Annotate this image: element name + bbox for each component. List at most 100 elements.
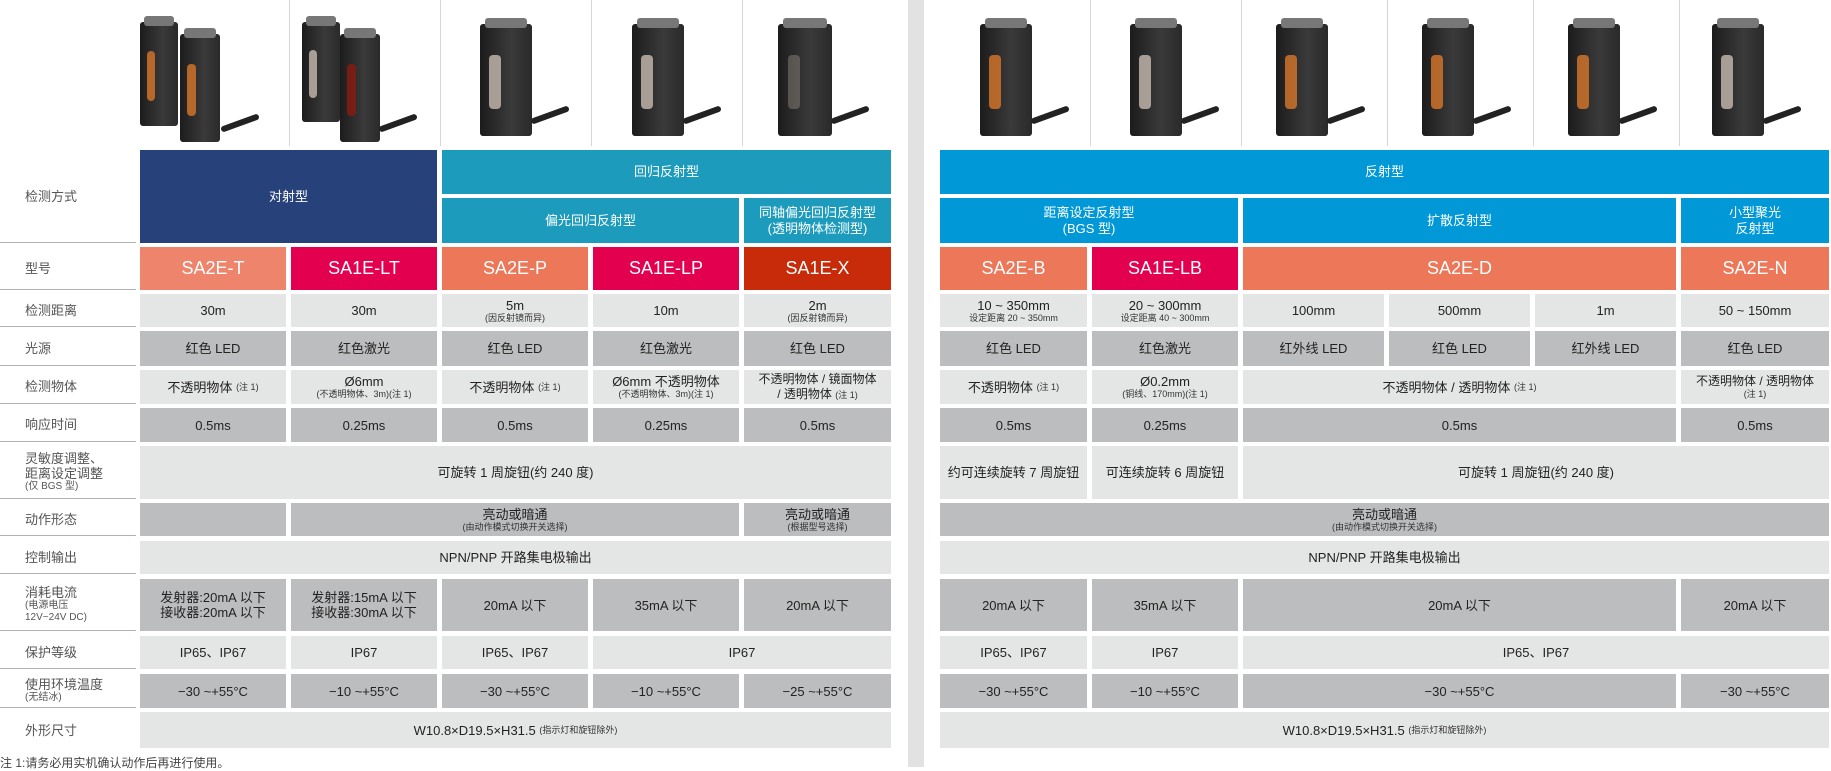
cell-current: 20mA 以下: [744, 579, 891, 631]
divider: [591, 0, 592, 146]
cell-sensitivity: 可旋转 1 周旋钮(约 240 度): [140, 446, 891, 499]
cell-temperature: −25 ~+55°C: [744, 674, 891, 708]
product-image-sa2e-d-500: [1422, 18, 1474, 136]
cell-object: 不透明物体 (注 1): [940, 370, 1087, 404]
product-image-sa2e-b: [980, 18, 1032, 136]
cell-protection: IP65、IP67: [1243, 636, 1829, 669]
cell-temperature: −30 ~+55°C: [940, 674, 1087, 708]
model-sa2e-p: SA2E-P: [442, 247, 588, 290]
divider: [1533, 0, 1534, 146]
cell-protection: IP67: [291, 636, 437, 669]
cell-object: Ø6mm(不透明物体、3m)(注 1): [291, 370, 437, 404]
label-distance: 检测距离: [0, 294, 136, 327]
cell-response: 0.5ms: [1243, 408, 1676, 442]
cell-distance: 500mm: [1389, 294, 1530, 327]
cell-size: W10.8×D19.5×H31.5 (指示灯和旋钮除外): [140, 712, 891, 748]
header-bgs: 距离设定反射型(BGS 型): [940, 198, 1238, 243]
cell-object: 不透明物体 / 镜面物体/ 透明物体 (注 1): [744, 370, 891, 404]
cell-temperature: −30 ~+55°C: [442, 674, 588, 708]
cell-protection: IP67: [1092, 636, 1238, 669]
cell-operation: 亮动或暗通(根据型号选择): [744, 503, 891, 536]
cell-response: 0.25ms: [1092, 408, 1238, 442]
cell-light: 红色激光: [1092, 331, 1238, 366]
product-image-sa1e-lt-receiver: [340, 28, 380, 142]
product-image-sa2e-d-100: [1276, 18, 1328, 136]
divider: [1090, 0, 1091, 146]
cell-object: 不透明物体 / 透明物体 (注 1): [1243, 370, 1676, 404]
cell-object: 不透明物体 (注 1): [442, 370, 588, 404]
cell-output: NPN/PNP 开路集电极输出: [140, 541, 891, 574]
cell-response: 0.5ms: [940, 408, 1087, 442]
product-image-sa2e-d-1m: [1568, 18, 1620, 136]
cell-light: 红色 LED: [140, 331, 286, 366]
cell-operation-empty: [140, 503, 286, 536]
divider: [1387, 0, 1388, 146]
label-operation: 动作形态: [0, 503, 136, 536]
cell-sensitivity: 约可连续旋转 7 周旋钮: [940, 446, 1087, 499]
cell-temperature: −10 ~+55°C: [593, 674, 739, 708]
cell-distance: 2m(因反射镜而异): [744, 294, 891, 327]
cell-light: 红色 LED: [1681, 331, 1829, 366]
label-current: 消耗电流(电源电压 12V~24V DC): [0, 579, 136, 631]
cell-protection: IP65、IP67: [140, 636, 286, 669]
header-polarized: 偏光回归反射型: [442, 198, 739, 243]
header-diffuse: 扩散反射型: [1243, 198, 1676, 243]
product-image-sa2e-p: [480, 18, 532, 136]
cell-protection: IP65、IP67: [442, 636, 588, 669]
cell-current: 35mA 以下: [593, 579, 739, 631]
cell-protection: IP67: [593, 636, 891, 669]
divider: [289, 0, 290, 146]
cell-protection: IP65、IP67: [940, 636, 1087, 669]
cell-current: 发射器:15mA 以下接收器:30mA 以下: [291, 579, 437, 631]
cell-current: 20mA 以下: [1243, 579, 1676, 631]
cell-temperature: −10 ~+55°C: [1092, 674, 1238, 708]
cell-temperature: −30 ~+55°C: [1243, 674, 1676, 708]
cell-temperature: −30 ~+55°C: [140, 674, 286, 708]
divider: [742, 0, 743, 146]
cell-temperature: −30 ~+55°C: [1681, 674, 1829, 708]
cell-object: Ø0.2mm(铜线、170mm)(注 1): [1092, 370, 1238, 404]
model-sa1e-lp: SA1E-LP: [593, 247, 739, 290]
header-diffuse-all: 反射型: [940, 150, 1829, 194]
label-light: 光源: [0, 331, 136, 366]
model-sa2e-b: SA2E-B: [940, 247, 1087, 290]
cell-response: 0.5ms: [1681, 408, 1829, 442]
label-protection: 保护等级: [0, 636, 136, 669]
cell-response: 0.5ms: [140, 408, 286, 442]
footnote: 注 1:请务必用实机确认动作后再进行使用。: [0, 756, 230, 770]
cell-response: 0.5ms: [442, 408, 588, 442]
cell-current: 20mA 以下: [442, 579, 588, 631]
cell-distance: 5m(因反射镜而异): [442, 294, 588, 327]
cell-current: 发射器:20mA 以下接收器:20mA 以下: [140, 579, 286, 631]
label-method: 检测方式: [0, 150, 136, 243]
product-image-sa1e-lb: [1130, 18, 1182, 136]
cell-light: 红色 LED: [940, 331, 1087, 366]
cell-operation: 亮动或暗通(由动作模式切换开关选择): [940, 503, 1829, 536]
cell-response: 0.25ms: [593, 408, 739, 442]
header-thru-beam: 对射型: [140, 150, 437, 243]
cell-object: 不透明物体 (注 1): [140, 370, 286, 404]
cell-light: 红外线 LED: [1535, 331, 1676, 366]
label-response: 响应时间: [0, 408, 136, 442]
panel-separator: [908, 0, 924, 767]
label-temperature: 使用环境温度(无结冰): [0, 674, 136, 708]
product-image-sa1e-lp: [632, 18, 684, 136]
model-sa1e-lb: SA1E-LB: [1092, 247, 1238, 290]
cell-temperature: −10 ~+55°C: [291, 674, 437, 708]
cell-light: 红外线 LED: [1243, 331, 1384, 366]
header-retro: 回归反射型: [442, 150, 891, 194]
cell-distance: 10m: [593, 294, 739, 327]
cell-distance: 1m: [1535, 294, 1676, 327]
cell-response: 0.25ms: [291, 408, 437, 442]
cell-light: 红色 LED: [442, 331, 588, 366]
model-sa2e-t: SA2E-T: [140, 247, 286, 290]
divider: [1679, 0, 1680, 146]
product-image-sa2e-t-receiver: [180, 28, 220, 142]
product-image-sa2e-n: [1712, 18, 1764, 136]
cell-distance: 100mm: [1243, 294, 1384, 327]
model-sa2e-d: SA2E-D: [1243, 247, 1676, 290]
model-sa2e-n: SA2E-N: [1681, 247, 1829, 290]
cell-distance: 50 ~ 150mm: [1681, 294, 1829, 327]
